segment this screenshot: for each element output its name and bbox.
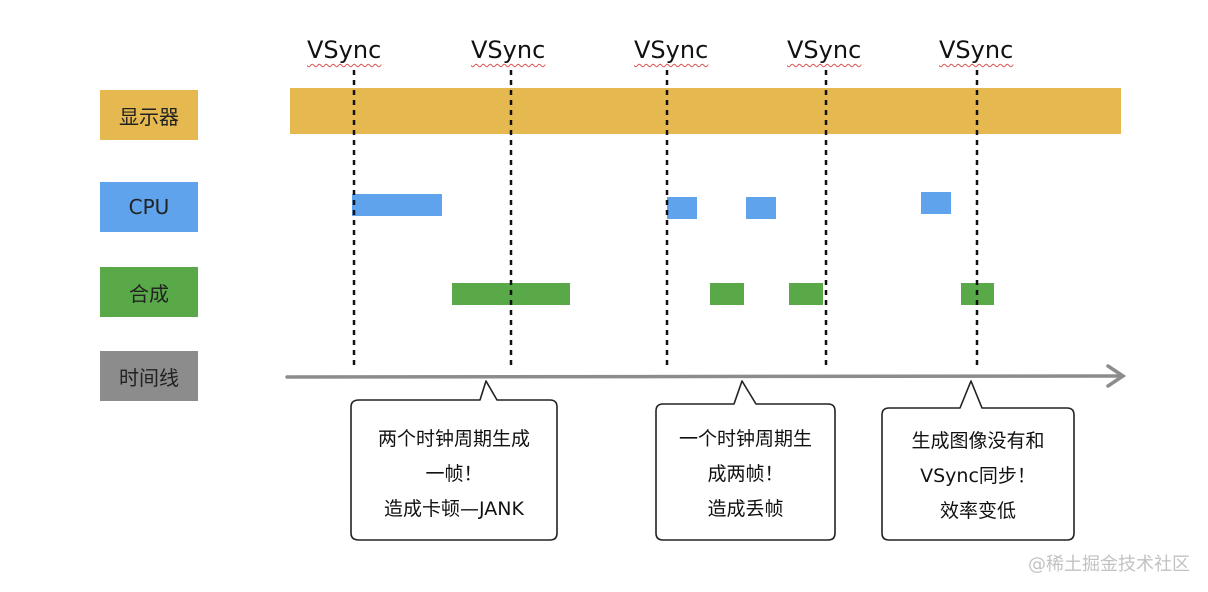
callout-line: 造成卡顿—JANK (384, 498, 524, 520)
callout-line: 两个时钟周期生成 (377, 428, 530, 450)
cpu-block (667, 197, 697, 219)
row-label-display: 显示器 (100, 90, 198, 140)
timeline-arrow (285, 364, 1127, 388)
watermark: @稀土掘金技术社区 (1028, 554, 1190, 575)
callout-line: 一个时钟周期生 (678, 428, 812, 450)
vsync-label: VSync (787, 36, 862, 64)
row-label-timeline: 时间线 (100, 351, 198, 401)
vsync-label: VSync (634, 36, 709, 64)
vsync-label: VSync (471, 36, 546, 64)
compose-block (789, 283, 823, 305)
callout-line: 造成丢帧 (707, 498, 784, 520)
callout-text: 一个时钟周期生 成两帧！ 造成丢帧 (656, 422, 835, 527)
callout-text: 两个时钟周期生成 一帧！ 造成卡顿—JANK (351, 422, 557, 527)
callout-line: 成两帧！ (707, 463, 784, 485)
display-bar (290, 88, 1121, 134)
row-label-cpu: CPU (100, 182, 198, 232)
callout-bubble (350, 380, 558, 541)
cpu-block (746, 197, 776, 219)
callout-text: 生成图像没有和 VSync同步！ 效率变低 (882, 424, 1074, 529)
cpu-block (921, 192, 951, 214)
callout-line: 生成图像没有和 (911, 430, 1045, 452)
cpu-block (352, 194, 442, 216)
callout-line: 一帧！ (425, 463, 483, 485)
compose-block (710, 283, 744, 305)
row-label-compose: 合成 (100, 267, 198, 317)
vsync-label: VSync (939, 36, 1014, 64)
callout-bubble (655, 380, 836, 541)
callout-line: 效率变低 (939, 500, 1016, 522)
callout-line: VSync同步！ (920, 465, 1036, 487)
callout-bubble (881, 380, 1075, 541)
vsync-label: VSync (307, 36, 382, 64)
